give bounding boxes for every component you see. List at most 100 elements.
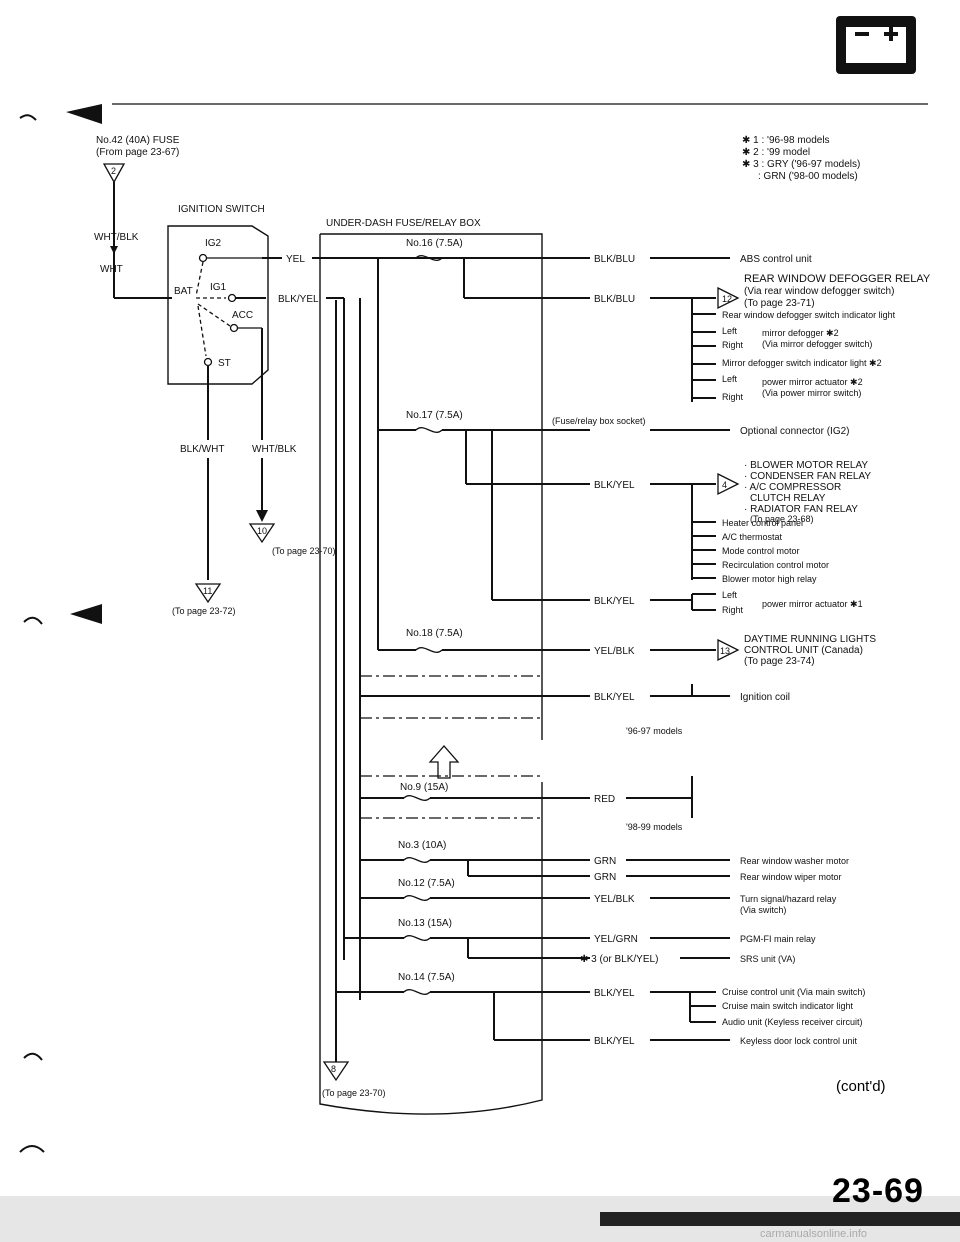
wire-label: BLK/YEL (594, 1036, 635, 1047)
footer-bar (600, 1212, 960, 1226)
binding-mark (23, 616, 43, 625)
wire-label: YEL/BLK (594, 894, 635, 905)
wire-label: BLK/BLU (594, 254, 635, 265)
load-cruise-list: Cruise control unit (Via main switch) (722, 987, 865, 997)
load-power-mirror-2: power mirror actuator ✱2 (762, 377, 863, 387)
battery-icon (836, 16, 916, 74)
load-heater-list: Blower motor high relay (722, 574, 817, 584)
note-2: ✱ 2 : '99 model (742, 147, 810, 158)
load-heater-list: Mode control motor (722, 546, 800, 556)
swap-arrow-icon (428, 745, 460, 779)
load-blower-3: · A/C COMPRESSOR (744, 482, 841, 493)
terminal-st: ST (218, 358, 231, 369)
wire-label: BLK/YEL (594, 596, 635, 607)
connector-13-label: 13 (720, 646, 730, 656)
connector-8-symbol (322, 1061, 350, 1082)
load-blower-6: (To page 23-68) (750, 514, 814, 524)
models-9899-label: '98-99 models (626, 822, 683, 832)
fuse-17: No.17 (7.5A) (406, 410, 463, 421)
fuse-relay-box: UNDER-DASH FUSE/RELAY BOX No.16 (7.5A) N… (319, 218, 683, 1115)
load-rwd-indicator: Rear window defogger switch indicator li… (722, 310, 896, 320)
wire-label: YEL/GRN (594, 934, 638, 945)
fuse-18: No.18 (7.5A) (406, 628, 463, 639)
ignition-switch-title: IGNITION SWITCH (178, 204, 265, 215)
note-4: : GRN ('98-00 models) (758, 171, 858, 182)
margin-arrow (66, 104, 102, 124)
load-mirror-defogger: mirror defogger ✱2 (762, 328, 839, 338)
binding-mark (19, 114, 37, 121)
fuse-3: No.3 (10A) (398, 840, 446, 851)
ignition-switch-section: 2 IGNITION SWITCH WHT/BLK WHT IG2 IG1 BA… (94, 163, 512, 960)
load-power-mirror-2-sub: (Via power mirror switch) (762, 388, 861, 398)
connector-11-symbol (194, 583, 222, 604)
load-mirror-defogger-sub: (Via mirror defogger switch) (762, 339, 872, 349)
connector-2-label: 2 (111, 166, 116, 176)
load-srs: SRS unit (VA) (740, 954, 795, 964)
load-abs: ABS control unit (740, 254, 812, 265)
load-drl-1: DAYTIME RUNNING LIGHTS (744, 634, 876, 645)
load-blower-2: · CONDENSER FAN RELAY (744, 471, 871, 482)
fusebox-title: UNDER-DASH FUSE/RELAY BOX (326, 218, 481, 229)
fusebox-outline (319, 233, 543, 1115)
wire-label: GRN (594, 872, 616, 883)
fuse-ref: No.42 (40A) FUSE (96, 135, 180, 146)
load-rwd-page: (To page 23-71) (744, 298, 815, 309)
connector-4-symbol (717, 472, 740, 496)
load-blower-4: CLUTCH RELAY (750, 493, 826, 504)
connector-10-symbol (248, 523, 276, 544)
load-mirror-indicator: Mirror defogger switch indicator light ✱… (722, 358, 882, 368)
wire-label: BLK/YEL (594, 480, 635, 491)
load-drl-3: (To page 23-74) (744, 656, 815, 667)
ignition-switch-box (167, 225, 269, 385)
wire-blkyel: BLK/YEL (278, 294, 319, 305)
load-heater-list: Heater control panel (722, 518, 803, 528)
connector-8-label: 8 (331, 1064, 336, 1074)
load-heater-list: Recirculation control motor (722, 560, 829, 570)
load-washer: Rear window washer motor (740, 856, 849, 866)
wire-blkwht: BLK/WHT (180, 444, 224, 455)
footer-watermark: carmanualsonline.info (760, 1228, 868, 1240)
page-number: 23-69 (832, 1172, 924, 1210)
connector-4-label: 4 (722, 480, 727, 490)
load-left: Left (722, 326, 738, 336)
wire-yel: YEL (286, 254, 305, 265)
socket-label: (Fuse/relay box socket) (552, 416, 646, 426)
connector-10-label: 10 (257, 526, 267, 536)
connector-12-label: 12 (722, 294, 732, 304)
terminal-ig2: IG2 (205, 238, 222, 249)
models-9899-bracket (359, 775, 540, 819)
fuse-page: (From page 23-67) (96, 147, 179, 158)
connector-2-symbol (102, 163, 126, 184)
load-blower-1: · BLOWER MOTOR RELAY (744, 460, 868, 471)
load-heater-list: A/C thermostat (722, 532, 783, 542)
load-turn-relay-sub: (Via switch) (740, 905, 786, 915)
fuse-13: No.13 (15A) (398, 918, 452, 929)
load-keyless: Keyless door lock control unit (740, 1036, 858, 1046)
wire-label: ✱ 3 (or BLK/YEL) (580, 954, 658, 965)
note-3: ✱ 3 : GRY ('96-97 models) (742, 159, 860, 170)
connector-11-label: 11 (203, 586, 212, 596)
wire-labels: BLK/BLU BLK/BLU BLK/YEL BLK/YEL YEL/BLK … (580, 254, 658, 1047)
wire-label: RED (594, 794, 615, 805)
connector-12-symbol (717, 286, 740, 310)
load-wires (626, 257, 730, 1041)
fuse-12: No.12 (7.5A) (398, 878, 455, 889)
terminal-bat: BAT (174, 286, 193, 297)
load-right: Right (722, 340, 744, 350)
terminal-ig1: IG1 (210, 282, 227, 293)
fuse-16: No.16 (7.5A) (406, 238, 463, 249)
models-9697-label: '96-97 models (626, 726, 683, 736)
wire-wht: WHT (100, 264, 123, 275)
load-power-mirror-1: power mirror actuator ✱1 (762, 599, 863, 609)
to-page-2372: (To page 23-72) (172, 606, 236, 616)
wire-whtblk: WHT/BLK (94, 232, 139, 243)
fuse-14: No.14 (7.5A) (398, 972, 455, 983)
junction-arrow (110, 246, 118, 254)
wire-label: YEL/BLK (594, 646, 635, 657)
to-page-2370-b: (To page 23-70) (322, 1088, 386, 1098)
continued-label: (cont'd) (836, 1078, 886, 1095)
load-turn-relay: Turn signal/hazard relay (740, 894, 837, 904)
wire-whtblk-out: WHT/BLK (252, 444, 297, 455)
load-left: Left (722, 590, 738, 600)
